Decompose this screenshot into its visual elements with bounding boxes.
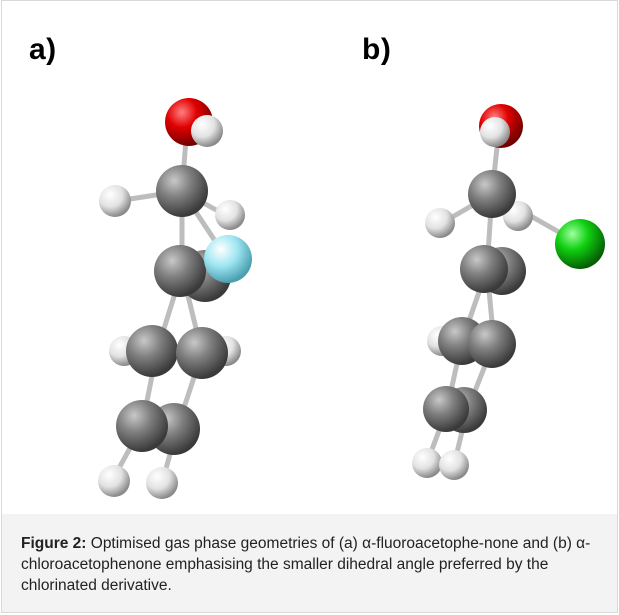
hydrogen-atom	[215, 200, 245, 230]
carbon-atom	[468, 320, 516, 368]
carbon-atom	[156, 165, 208, 217]
hydrogen-atom	[146, 467, 178, 499]
molecule-b	[412, 104, 605, 480]
chlorine-atom	[555, 219, 605, 269]
hydrogen-atom	[191, 115, 223, 147]
caption-prefix: Figure 2:	[21, 535, 87, 552]
molecule-diagrams	[98, 98, 605, 499]
fluorine-atom	[204, 235, 252, 283]
carbon-atom	[126, 325, 178, 377]
panel-label-a: a)	[29, 33, 57, 66]
hydrogen-atom	[412, 448, 442, 478]
carbon-atom	[176, 327, 228, 379]
hydrogen-atom	[99, 185, 131, 217]
panel-label-b: b)	[362, 33, 392, 66]
caption-text: Optimised gas phase geometries of (a) α-…	[21, 535, 591, 594]
hydrogen-atom	[98, 465, 130, 497]
carbon-atom	[468, 170, 516, 218]
carbon-atom	[423, 386, 469, 432]
figure-image: a) b)	[2, 1, 617, 514]
hydrogen-atom	[425, 208, 455, 238]
carbon-atom	[460, 245, 508, 293]
figure-caption: Figure 2: Optimised gas phase geometries…	[21, 533, 601, 596]
hydrogen-atom	[480, 117, 510, 147]
molecule-a	[98, 98, 252, 499]
carbon-atom	[116, 400, 168, 452]
carbon-atom	[154, 245, 206, 297]
hydrogen-atom	[439, 450, 469, 480]
